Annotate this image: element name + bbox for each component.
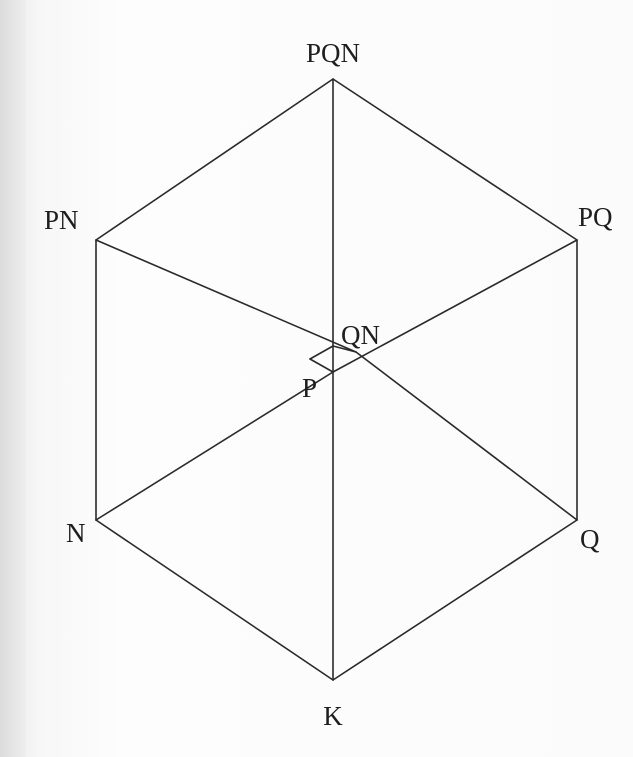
edge-P-QN-a	[309, 358, 334, 373]
edge-PN-QN	[95, 239, 357, 353]
edge-PQ-P	[332, 239, 578, 373]
vertex-label-N: N	[66, 518, 86, 548]
edge-QN-Q	[355, 351, 578, 521]
vertex-label-QN: QN	[341, 320, 380, 350]
edge-Q-K	[332, 519, 578, 681]
edge-P-QN-c	[332, 345, 357, 353]
edge-N-K	[95, 519, 334, 681]
edge-P-N	[95, 371, 334, 521]
edge-PQN-PN	[95, 78, 334, 241]
vertex-label-K: K	[323, 701, 343, 731]
vertex-label-PQ: PQ	[578, 202, 613, 232]
vertex-label-PN: PN	[44, 205, 79, 235]
edge-PQN-PQ	[332, 78, 578, 241]
vertex-label-P: P	[302, 373, 317, 403]
page-gutter-shadow	[0, 0, 26, 757]
vertex-label-Q: Q	[580, 524, 600, 554]
vertex-label-PQN: PQN	[306, 38, 360, 68]
edge-P-QN-b	[309, 345, 334, 360]
